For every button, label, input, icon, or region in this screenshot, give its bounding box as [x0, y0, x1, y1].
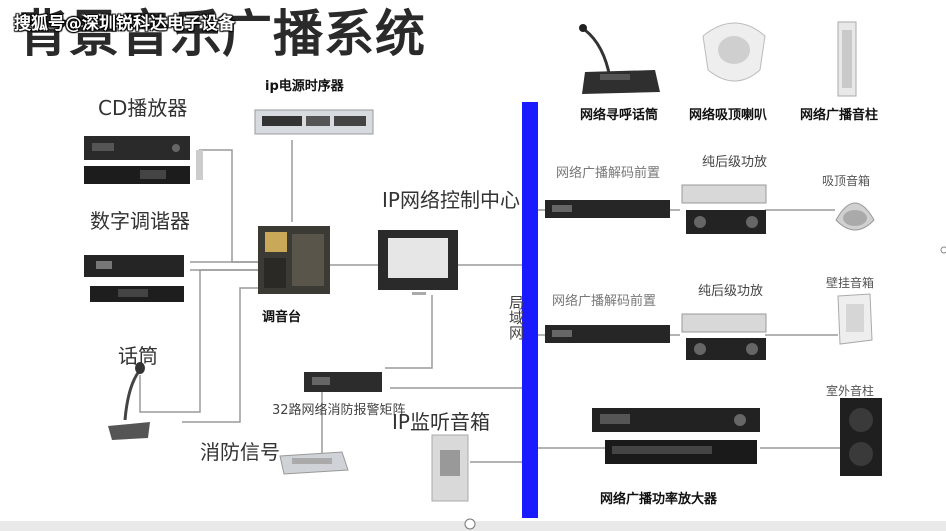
mixing-console-device [258, 226, 330, 294]
scroll-handle[interactable] [464, 518, 476, 530]
diagram-title: 背景音乐广播系统 [18, 5, 426, 63]
label-wall-speaker: 壁挂音箱 [826, 276, 875, 290]
decoder-device-2 [545, 325, 670, 343]
ip-control-server-device [378, 230, 458, 295]
label-microphone: 话筒 [118, 344, 158, 368]
cd-player-device [84, 136, 203, 184]
label-ceiling-speaker: 吸顶音箱 [822, 174, 871, 188]
label-lan-backbone: 局域网 [507, 295, 525, 340]
label-digital-tuner: 数字调谐器 [90, 209, 190, 233]
label-network-column-speaker: 网络广播音柱 [800, 108, 879, 123]
ceiling-speaker-device [835, 202, 875, 231]
network-power-amplifier-device [592, 408, 760, 464]
watermark-text: 搜狐号@深圳锐科达电子设备 [14, 14, 235, 34]
label-mixer: 调音台 [262, 310, 302, 325]
power-sequencer-device [254, 109, 374, 135]
label-fire-alarm-matrix: 32路网络消防报警矩阵 [272, 403, 406, 418]
network-ceiling-speaker-device [702, 22, 766, 82]
label-ip-monitor-speaker: IP监听音箱 [392, 410, 490, 434]
network-backbone [522, 102, 538, 518]
network-column-speaker-device [837, 21, 857, 97]
label-sequencer: ip电源时序器 [265, 79, 344, 94]
ip-monitor-speaker-device [431, 434, 469, 502]
label-cd-player: CD播放器 [98, 96, 188, 120]
label-amplifier-2: 纯后级功放 [698, 284, 764, 299]
resize-handle[interactable] [940, 246, 946, 254]
label-decoder-1: 网络广播解码前置 [556, 166, 661, 181]
outdoor-column-speaker-device [840, 398, 882, 476]
network-paging-mic-device [579, 24, 660, 94]
label-network-ceiling-speaker: 网络吸顶喇叭 [689, 108, 768, 123]
amplifier-device-2 [681, 313, 767, 360]
fire-alarm-matrix-device [304, 372, 382, 392]
label-ip-control-center: IP网络控制中心 [382, 188, 520, 212]
label-network-paging-mic: 网络寻呼话筒 [580, 108, 659, 123]
fire-signal-device [279, 451, 349, 475]
digital-tuner-device [84, 255, 184, 302]
label-fire-signal: 消防信号 [200, 440, 280, 464]
label-decoder-2: 网络广播解码前置 [552, 294, 657, 309]
decoder-device-1 [545, 200, 670, 218]
label-outdoor-column: 室外音柱 [826, 384, 875, 398]
wall-speaker-device [837, 293, 873, 345]
amplifier-device-1 [681, 184, 767, 234]
label-network-power-amp: 网络广播功率放大器 [600, 492, 718, 507]
label-amplifier-1: 纯后级功放 [702, 155, 768, 170]
desktop-microphone-device [108, 362, 150, 440]
